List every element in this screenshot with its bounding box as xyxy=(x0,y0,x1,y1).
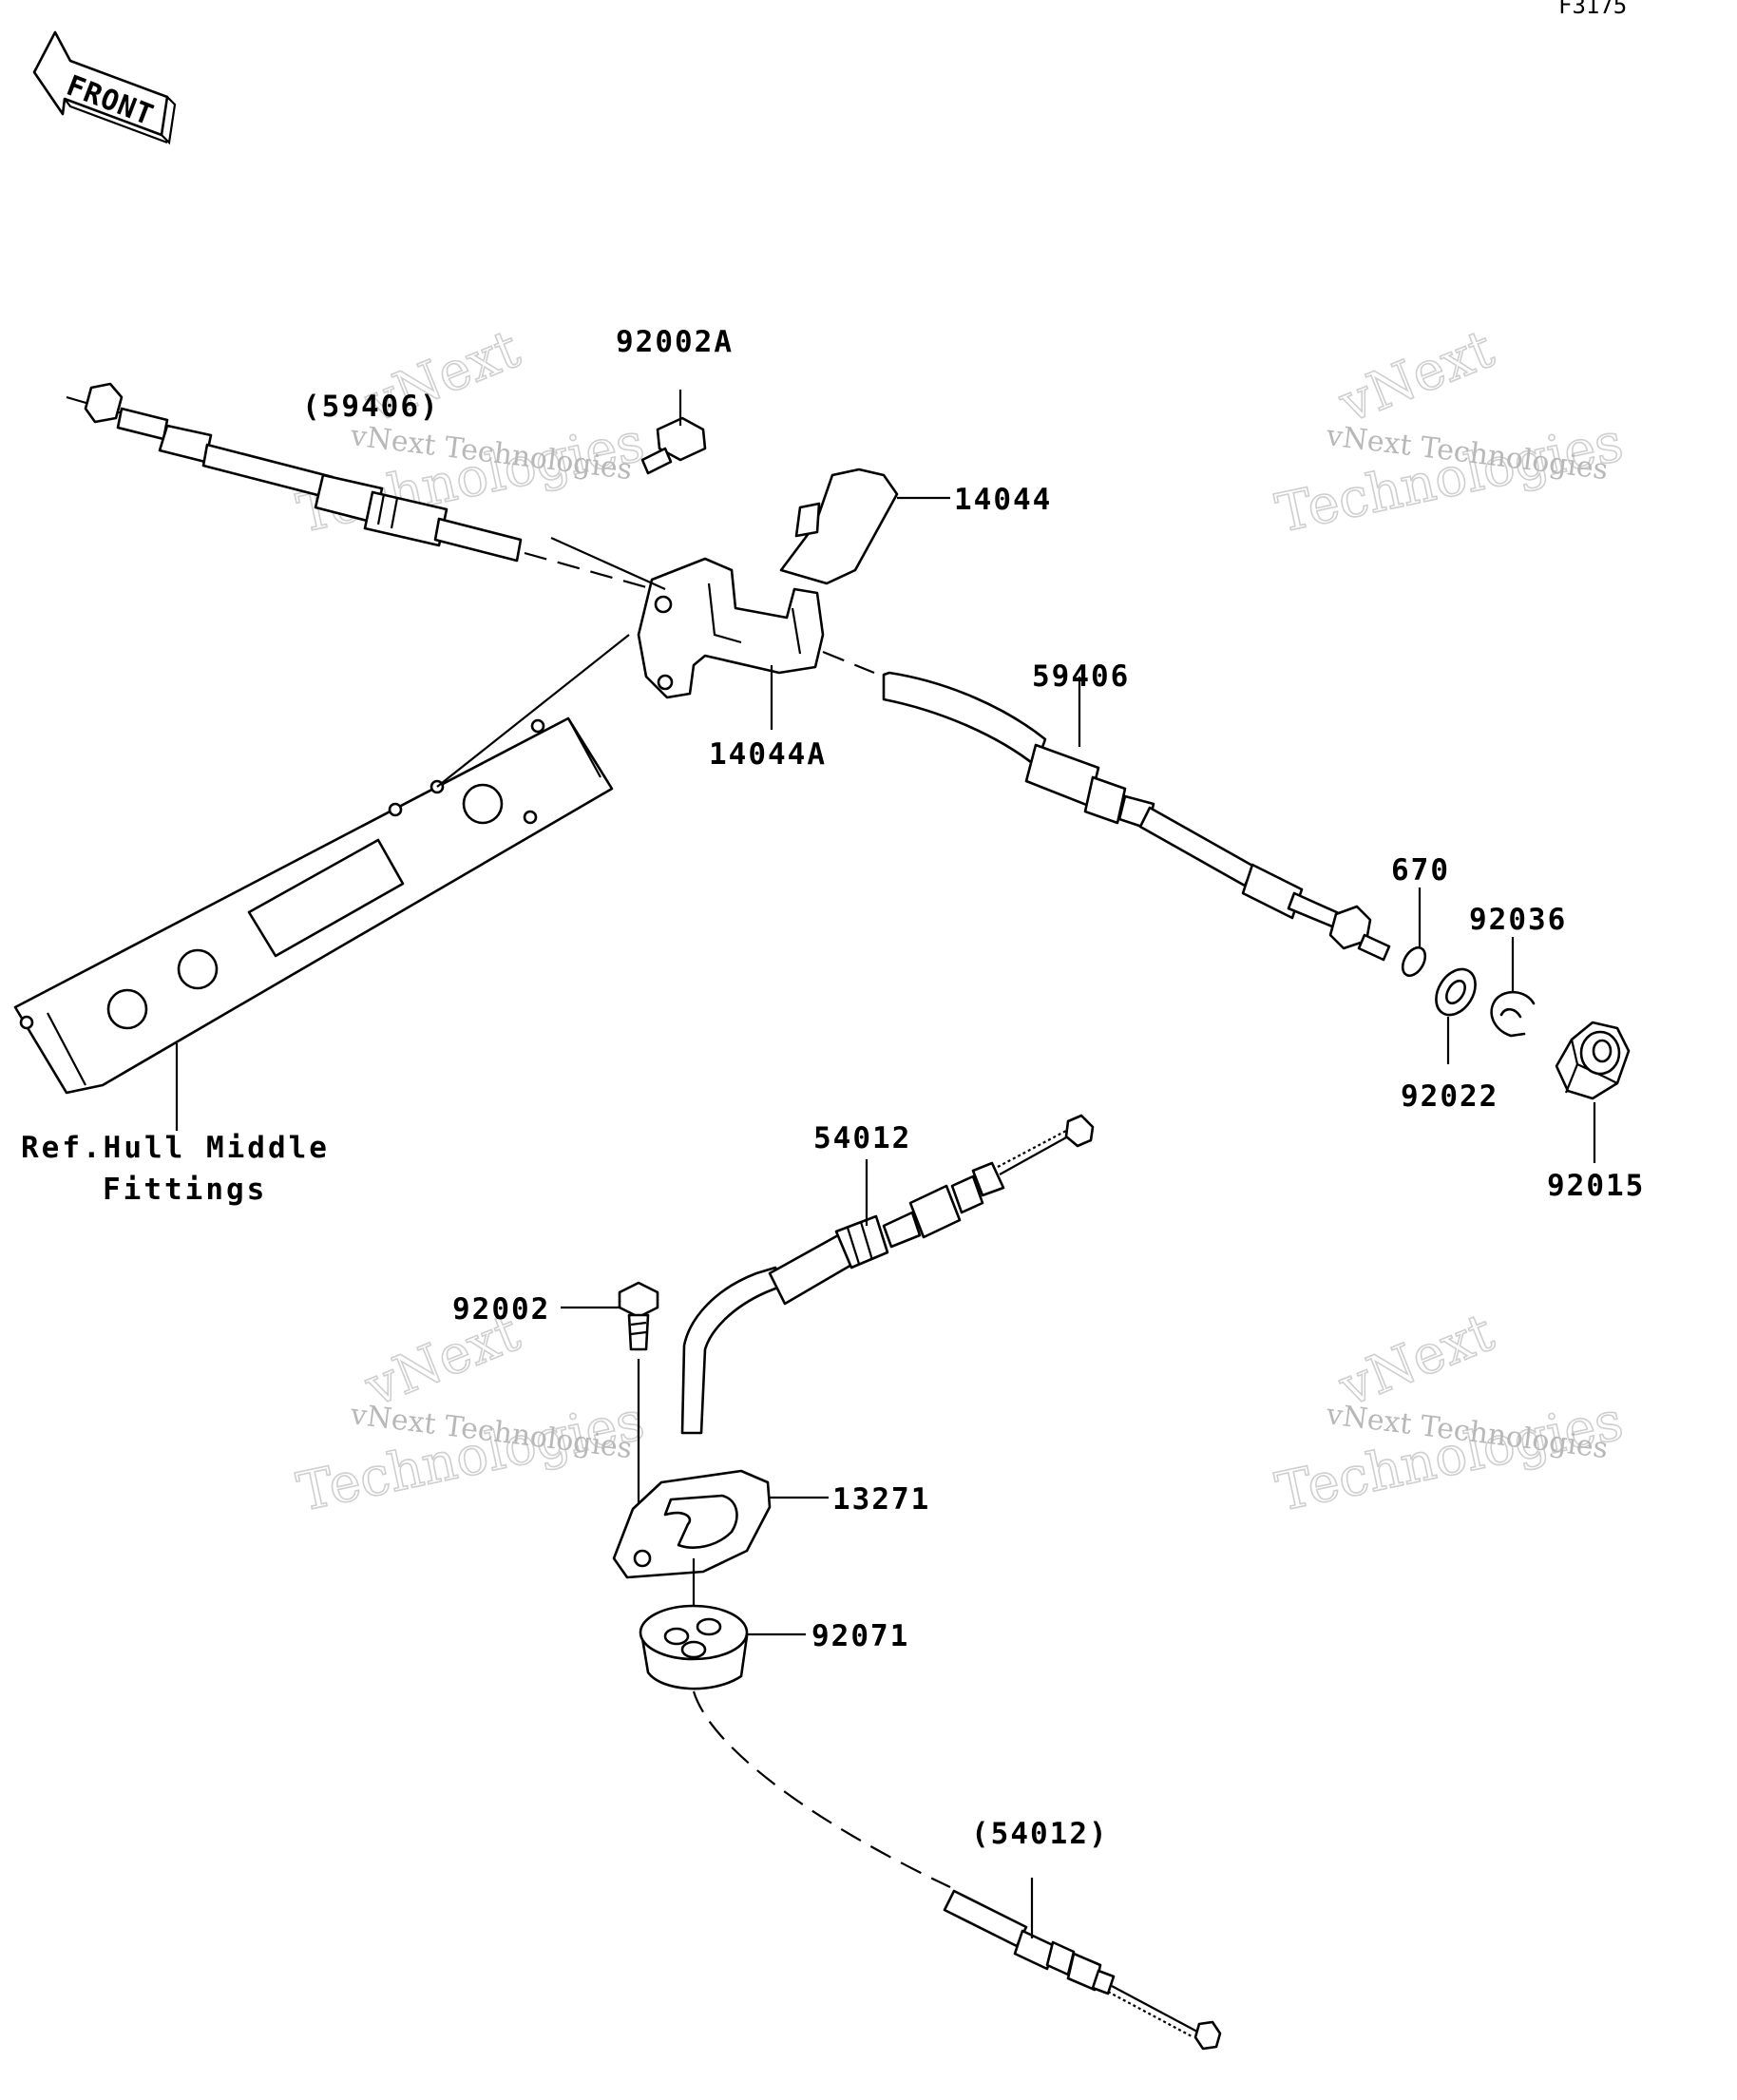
watermark-bottom-left: vNext Technologies vNext Technologies xyxy=(292,1301,651,1525)
bolt-92002A xyxy=(640,390,707,475)
callout-92036: 92036 xyxy=(1469,903,1567,937)
callout-13271: 13271 xyxy=(832,1482,930,1517)
bolt-92002 xyxy=(561,1281,659,1551)
callout-14044: 14044 xyxy=(954,483,1052,517)
callout-92015: 92015 xyxy=(1547,1169,1645,1203)
diagram-code: F3175 xyxy=(1558,0,1627,19)
plate-13271 xyxy=(612,1469,829,1606)
callout-14044A: 14044A xyxy=(709,737,827,772)
grommet-92071 xyxy=(639,1604,806,1690)
cable-54012-lower xyxy=(692,1690,1222,2051)
callout-54012-ref: (54012) xyxy=(971,1817,1109,1851)
callout-92071: 92071 xyxy=(811,1619,909,1653)
callout-92002: 92002 xyxy=(452,1292,550,1327)
cable-59406-rear xyxy=(66,382,695,602)
hull-middle-fittings-panel xyxy=(13,634,630,1131)
callout-670: 670 xyxy=(1391,853,1450,888)
reference-label-line1: Ref.Hull Middle xyxy=(21,1131,330,1165)
cover-14044 xyxy=(779,468,950,585)
callout-59406-ref: (59406) xyxy=(302,390,440,424)
front-arrow-icon: FRONT xyxy=(32,30,177,145)
svg-text:vNext: vNext xyxy=(1330,318,1502,436)
washer-92022 xyxy=(1435,967,1477,1064)
clip-92036 xyxy=(1490,937,1536,1038)
callout-59406: 59406 xyxy=(1032,659,1130,694)
watermark-bottom-right: vNext Technologies vNext Technologies xyxy=(1270,1301,1630,1525)
cable-54012-upper xyxy=(680,1114,1095,1435)
callout-92022: 92022 xyxy=(1401,1079,1498,1114)
bracket-14044A xyxy=(550,536,825,730)
watermark-top-right: vNext Technologies vNext Technologies xyxy=(1270,317,1630,546)
callout-92002A: 92002A xyxy=(616,325,734,359)
o-ring-670 xyxy=(1401,888,1427,978)
nut-92015 xyxy=(1555,1021,1631,1163)
reference-label-line2: Fittings xyxy=(103,1173,267,1207)
cable-59406-front xyxy=(822,650,1391,962)
callout-54012: 54012 xyxy=(813,1121,911,1155)
